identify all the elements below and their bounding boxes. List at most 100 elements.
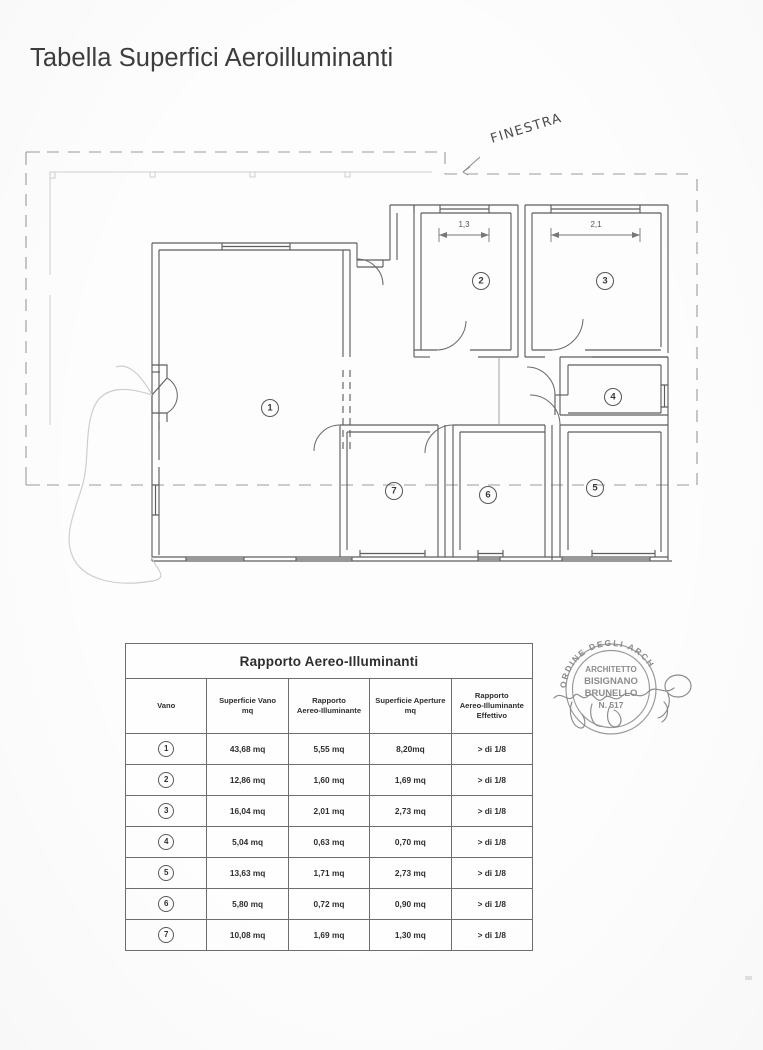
cell-superficie-aperture: 1,69 mq <box>369 764 452 796</box>
cell-rapporto: 0,72 mq <box>287 888 371 920</box>
cell-rapporto: 0,63 mq <box>287 826 371 858</box>
aero-illuminanti-table: Rapporto Aereo-Illuminanti Vano Superfic… <box>124 643 534 951</box>
header-line: Effettivo <box>476 711 507 720</box>
cell-superficie-aperture: 1,30 mq <box>369 919 452 951</box>
table-row: 3 16,04 mq 2,01 mq 2,73 mq > di 1/8 <box>124 795 534 827</box>
table-title-row: Rapporto Aereo-Illuminanti <box>125 643 533 679</box>
cell-superficie-vano: 43,68 mq <box>206 733 289 765</box>
cell-vano: 2 <box>124 764 208 796</box>
room-label-2: 2 <box>478 276 483 287</box>
cell-vano: 1 <box>124 733 208 765</box>
cell-effettivo: > di 1/8 <box>450 733 534 765</box>
cell-superficie-vano: 10,08 mq <box>206 919 289 951</box>
cell-superficie-aperture: 2,73 mq <box>369 857 452 889</box>
room-marker-1: 1 <box>260 398 280 418</box>
cell-superficie-vano: 5,04 mq <box>206 826 289 858</box>
stamp-line-2: BISIGNANO <box>584 676 638 687</box>
header-line: Aereo-Illuminante <box>459 700 524 710</box>
header-line: Rapporto <box>474 690 509 700</box>
table-header-row: Vano Superficie Vano mq Rapporto Aereo-I… <box>124 678 534 734</box>
cell-superficie-vano: 13,63 mq <box>206 857 289 889</box>
cell-vano: 6 <box>124 888 208 920</box>
page-title: Tabella Superfici Aeroilluminanti <box>30 44 394 72</box>
stamp-line-4: N. 517 <box>598 700 623 710</box>
boundary-corner-ticks <box>25 151 40 486</box>
vano-badge: 3 <box>158 803 175 819</box>
cell-superficie-aperture: 0,90 mq <box>369 888 452 920</box>
header-line: Rapporto <box>312 695 346 705</box>
header-line: Superficie Aperture <box>375 695 446 705</box>
cell-vano: 7 <box>124 919 208 951</box>
signature <box>553 674 692 729</box>
room-marker-2: 2 <box>471 271 491 291</box>
cell-superficie-vano: 5,80 mq <box>206 888 289 920</box>
finestra-annotation: FINESTRA <box>462 111 564 176</box>
table-row: 5 13,63 mq 1,71 mq 2,73 mq > di 1/8 <box>124 857 534 889</box>
cell-superficie-aperture: 8,20mq <box>369 733 452 765</box>
vano-badge: 1 <box>158 741 175 757</box>
hand-drawn-sketch <box>68 365 162 584</box>
room-label-6: 6 <box>485 490 490 501</box>
cell-vano: 4 <box>124 826 208 858</box>
room-marker-5: 5 <box>585 478 605 498</box>
room-label-7: 7 <box>391 486 396 497</box>
header-line: Superficie Vano <box>219 695 277 705</box>
room-marker-6: 6 <box>478 485 498 505</box>
stamp-line-3: BRUNELLO <box>585 688 638 699</box>
column-header-vano: Vano <box>124 678 208 734</box>
vano-badge: 6 <box>158 896 175 912</box>
vano-badge: 2 <box>158 772 175 788</box>
plan-guide-line <box>49 171 432 425</box>
cell-superficie-aperture: 2,73 mq <box>369 795 452 827</box>
cell-superficie-aperture: 0,70 mq <box>369 826 452 858</box>
cell-rapporto: 1,69 mq <box>287 919 371 951</box>
cell-rapporto: 2,01 mq <box>287 795 371 827</box>
table-row: 7 10,08 mq 1,69 mq 1,30 mq > di 1/8 <box>124 919 534 951</box>
floor-plan: 1,3 2,1 FINESTRA 1 <box>0 95 763 605</box>
header-line: Aereo-Illuminante <box>296 706 362 715</box>
cell-effettivo: > di 1/8 <box>450 826 534 858</box>
column-header-superficie-vano: Superficie Vano mq <box>206 678 289 734</box>
architect-stamp: ORDINE DEGLI ARCH ARCHITETTO BISIGNANO B… <box>552 632 702 750</box>
cell-rapporto: 1,71 mq <box>287 857 371 889</box>
vano-badge: 4 <box>158 834 175 850</box>
table-row: 1 43,68 mq 5,55 mq 8,20mq > di 1/8 <box>124 733 534 765</box>
door-swing-arcs <box>166 258 584 454</box>
cell-effettivo: > di 1/8 <box>450 795 534 827</box>
cell-vano: 5 <box>124 857 208 889</box>
dimension-line-1 <box>438 228 490 242</box>
cell-superficie-vano: 12,86 mq <box>206 764 289 796</box>
dimension-line-2 <box>550 228 641 242</box>
room-marker-4: 4 <box>603 387 623 407</box>
header-line: mq <box>241 706 254 715</box>
room-marker-3: 3 <box>595 271 615 291</box>
cell-rapporto: 1,60 mq <box>287 764 371 796</box>
stamp-circles <box>565 643 657 735</box>
column-header-rapporto: Rapporto Aereo-Illuminante <box>287 678 371 734</box>
cell-effettivo: > di 1/8 <box>450 888 534 920</box>
cell-vano: 3 <box>124 795 208 827</box>
room-label-4: 4 <box>610 392 616 403</box>
table-row: 6 5,80 mq 0,72 mq 0,90 mq > di 1/8 <box>124 888 534 920</box>
table-row: 2 12,86 mq 1,60 mq 1,69 mq > di 1/8 <box>124 764 534 796</box>
room-label-3: 3 <box>602 276 607 287</box>
vano-badge: 5 <box>158 865 175 881</box>
finestra-text: FINESTRA <box>489 111 564 147</box>
building-walls <box>151 204 672 562</box>
table-title: Rapporto Aereo-Illuminanti <box>125 643 533 679</box>
cell-effettivo: > di 1/8 <box>450 919 534 951</box>
room-marker-7: 7 <box>384 481 404 501</box>
cell-rapporto: 5,55 mq <box>287 733 371 765</box>
dimension-label-2: 2,1 <box>590 220 602 229</box>
stamp-arc-text: ORDINE DEGLI ARCH <box>558 638 657 689</box>
header-line: mq <box>404 706 417 715</box>
stamp-line-1: ARCHITETTO <box>585 665 636 674</box>
cell-superficie-vano: 16,04 mq <box>206 795 289 827</box>
cell-effettivo: > di 1/8 <box>450 764 534 796</box>
aero-illuminanti-table-container: Rapporto Aereo-Illuminanti Vano Superfic… <box>124 643 534 951</box>
table-row: 4 5,04 mq 0,63 mq 0,70 mq > di 1/8 <box>124 826 534 858</box>
dimension-label-1: 1,3 <box>458 220 470 229</box>
room-label-5: 5 <box>592 483 598 494</box>
cell-effettivo: > di 1/8 <box>450 857 534 889</box>
